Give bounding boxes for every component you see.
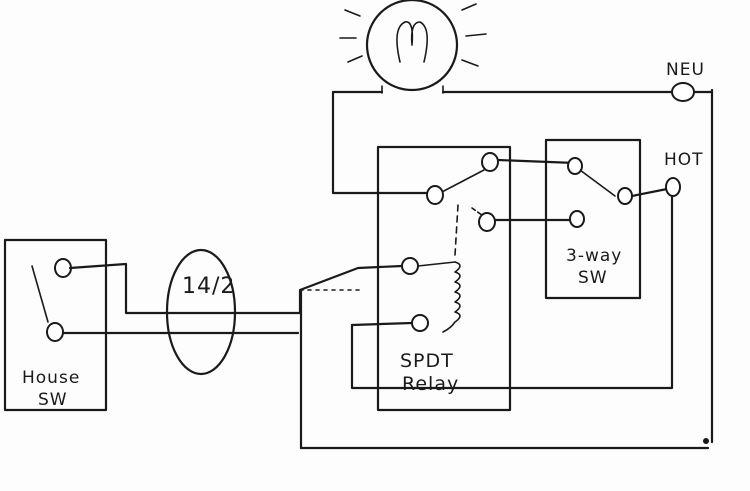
hot-label: HOT bbox=[664, 150, 704, 170]
supply-terminals bbox=[665, 82, 695, 197]
light-bulb-icon bbox=[339, 0, 487, 94]
supply-wiring bbox=[299, 88, 714, 450]
relay-sub-label: Relay bbox=[402, 373, 460, 395]
three-way-label: 3-way bbox=[566, 246, 623, 266]
house-switch bbox=[3, 238, 108, 412]
three-way-switch bbox=[493, 138, 674, 300]
cable-label: 14/2 bbox=[182, 274, 236, 299]
house-label: House bbox=[22, 368, 81, 388]
house-sw-label: SW bbox=[38, 390, 68, 410]
neutral-label: NEU bbox=[666, 60, 705, 80]
spdt-relay bbox=[376, 145, 512, 412]
three-way-sw-label: SW bbox=[578, 268, 608, 288]
relay-label: SPDT bbox=[400, 350, 454, 372]
lamp-wiring bbox=[331, 90, 714, 195]
cable-run bbox=[61, 248, 414, 376]
